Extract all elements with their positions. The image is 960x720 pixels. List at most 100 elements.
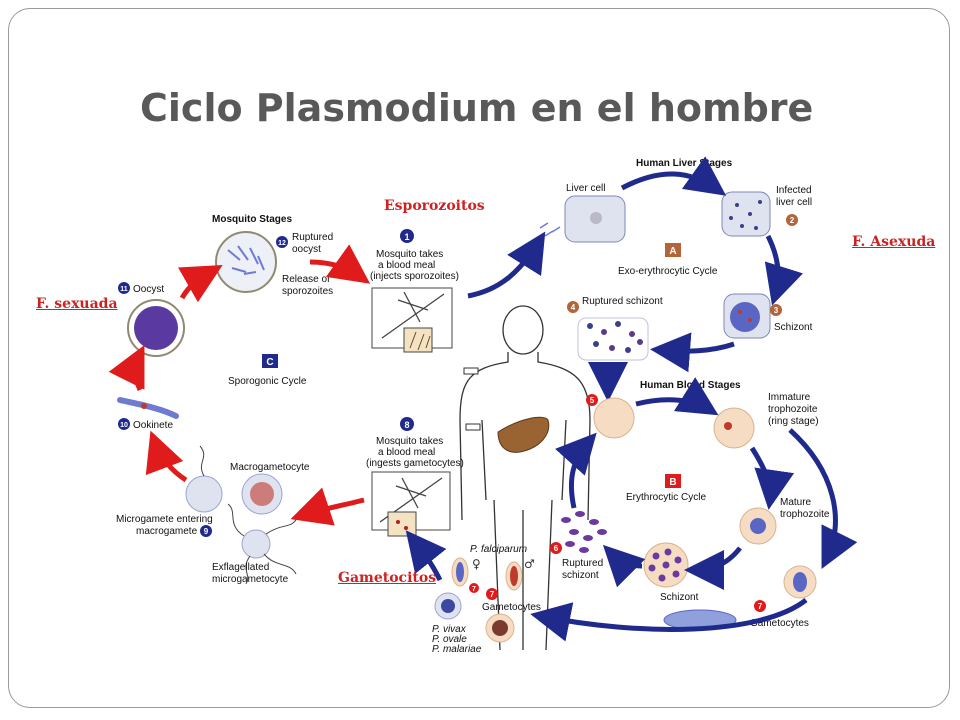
ookinete-shape — [117, 397, 179, 419]
female-symbol: ♀ — [472, 557, 481, 571]
falciparum-gametocyte-2 — [510, 566, 518, 586]
arrow-mosquito-to-gametes — [290, 487, 365, 526]
svg-text:4: 4 — [571, 303, 576, 312]
release-sporozoites-label-1: Release of — [282, 274, 330, 285]
step-badge-5 — [586, 394, 598, 406]
mature-trophozoite-label-1: Mature — [780, 497, 812, 508]
liver-cell — [564, 195, 626, 243]
mature-trophozoite-label-2: trophozoite — [780, 509, 830, 520]
exflagellated-label-1: Exflagellated — [212, 562, 269, 573]
ruptured-blood-schizont-label-1: Ruptured — [562, 558, 603, 569]
mosquito-panel-top — [371, 287, 453, 353]
liver-icon — [497, 416, 550, 453]
step-badge-12 — [276, 236, 288, 248]
arrow-ookinete-to-oocyst — [108, 345, 145, 391]
arm-band-upper — [463, 367, 479, 375]
sporogonic-cycle-label: Sporogonic Cycle — [228, 376, 307, 387]
svg-text:12: 12 — [278, 240, 286, 247]
step-badge-8 — [400, 417, 414, 431]
slide-title: Ciclo Plasmodium en el hombre — [140, 86, 814, 130]
ookinete-label: Ookinete — [133, 420, 173, 431]
slide-frame — [8, 8, 950, 708]
infected-liver-cell-label-1: Infected — [776, 185, 812, 196]
p-ovale-label: P. ovale — [432, 634, 467, 645]
step-badge-7-small — [469, 583, 479, 593]
immature-trophozoite-label-3: (ring stage) — [768, 416, 819, 427]
mosquito-injects-label-1: Mosquito takes — [376, 249, 443, 260]
step-badge-9 — [200, 525, 212, 537]
arrow-gametes-to-ookinete — [145, 430, 188, 483]
step-badge-2 — [786, 214, 798, 226]
erythrocytic-cycle-label: Erythrocytic Cycle — [626, 492, 706, 503]
vivax-gametocyte-2 — [492, 620, 508, 636]
step-badge-7-left — [486, 588, 498, 600]
svg-text:6: 6 — [554, 544, 559, 553]
ring-stage-parasite — [724, 422, 732, 430]
microgamete-label-2: macrogamete — [136, 526, 198, 537]
svg-text:7: 7 — [472, 586, 476, 593]
blood-stages-heading: Human Blood Stages — [640, 380, 741, 391]
svg-text:8: 8 — [404, 420, 409, 430]
annotation-fase-asexuada: F. Asexuda — [852, 234, 936, 250]
oocyst — [127, 299, 185, 357]
mosquito-injects-label-3: (injects sporozoites) — [370, 271, 459, 282]
arrow-infected-to-schizont — [764, 234, 804, 306]
p-vivax-label: P. vivax — [432, 624, 467, 635]
svg-text:B: B — [669, 477, 676, 488]
arrow-rbc-to-ring — [635, 377, 719, 416]
liver-schizont — [723, 293, 771, 339]
step-badge-6 — [550, 542, 562, 554]
arrow-schizont-to-ruptured — [602, 544, 646, 588]
release-sporozoites-label-2: sporozoites — [282, 286, 333, 297]
ruptured-schizont-label: Ruptured schizont — [582, 296, 663, 307]
cycle-c-badge — [262, 354, 278, 368]
falciparum-gametocyte-1 — [456, 562, 464, 582]
ruptured-oocyst — [215, 231, 277, 293]
step-badge-7-right — [754, 600, 766, 612]
gametocyte-parasite-right — [793, 572, 807, 592]
male-symbol: ♂ — [524, 557, 535, 571]
p-falciparum-label: P. falciparum — [470, 544, 527, 555]
exflagellated-flagella — [227, 503, 299, 585]
arrow-ring-to-mature — [749, 446, 795, 510]
svg-text:10: 10 — [120, 422, 128, 429]
sporozoites-icon — [539, 222, 561, 237]
svg-text:A: A — [669, 246, 676, 257]
red-blood-cell — [593, 397, 635, 439]
arrow-schizont-to-ruptured — [650, 332, 735, 373]
liver-cell-label: Liver cell — [566, 183, 605, 194]
mosquito-injects-label-2: a blood meal — [378, 260, 435, 271]
svg-text:1: 1 — [404, 232, 409, 242]
step-badge-11 — [118, 282, 130, 294]
macrogametocyte-nucleus — [250, 482, 274, 506]
svg-text:2: 2 — [790, 216, 795, 225]
infected-liver-cell — [721, 191, 771, 237]
p-malariae-label: P. malariae — [432, 644, 482, 655]
step-badge-10 — [118, 418, 130, 430]
arrow-oocyst-to-mosquito-bite — [309, 244, 371, 284]
ruptured-blood-schizont — [561, 511, 607, 553]
arrow-bite-to-liver — [467, 231, 546, 299]
exflagellated-cell — [241, 529, 271, 559]
ruptured-oocyst-label-1: Ruptured — [292, 232, 333, 243]
immature-trophozoite-label-2: trophozoite — [768, 404, 818, 415]
immature-trophozoite-label-1: Immature — [768, 392, 811, 403]
ruptured-liver-schizont — [577, 317, 649, 361]
mosquito-ingests-label-2: a blood meal — [378, 447, 435, 458]
arrow-mature-to-schizont — [684, 546, 742, 590]
svg-text:7: 7 — [758, 602, 763, 611]
cycle-a-badge — [665, 243, 681, 257]
arrow-gametocytes-to-mosquito — [405, 530, 447, 582]
mosquito-panel-bottom — [371, 471, 451, 537]
svg-text:5: 5 — [590, 396, 595, 405]
oocyst-label: Oocyst — [133, 284, 164, 295]
mosquito-ingests-label-3: (ingests gametocytes) — [366, 458, 464, 469]
annotation-gametocitos: Gametocitos — [338, 570, 437, 586]
mosquito-ingests-label-1: Mosquito takes — [376, 436, 443, 447]
arm-band-lower — [465, 423, 481, 431]
gametocytes-right-label: Gametocytes — [750, 618, 809, 629]
microgamete-flagellum — [199, 445, 205, 477]
arrow-liver-to-infected — [620, 156, 727, 196]
liver-schizont-label: Schizont — [774, 322, 813, 333]
